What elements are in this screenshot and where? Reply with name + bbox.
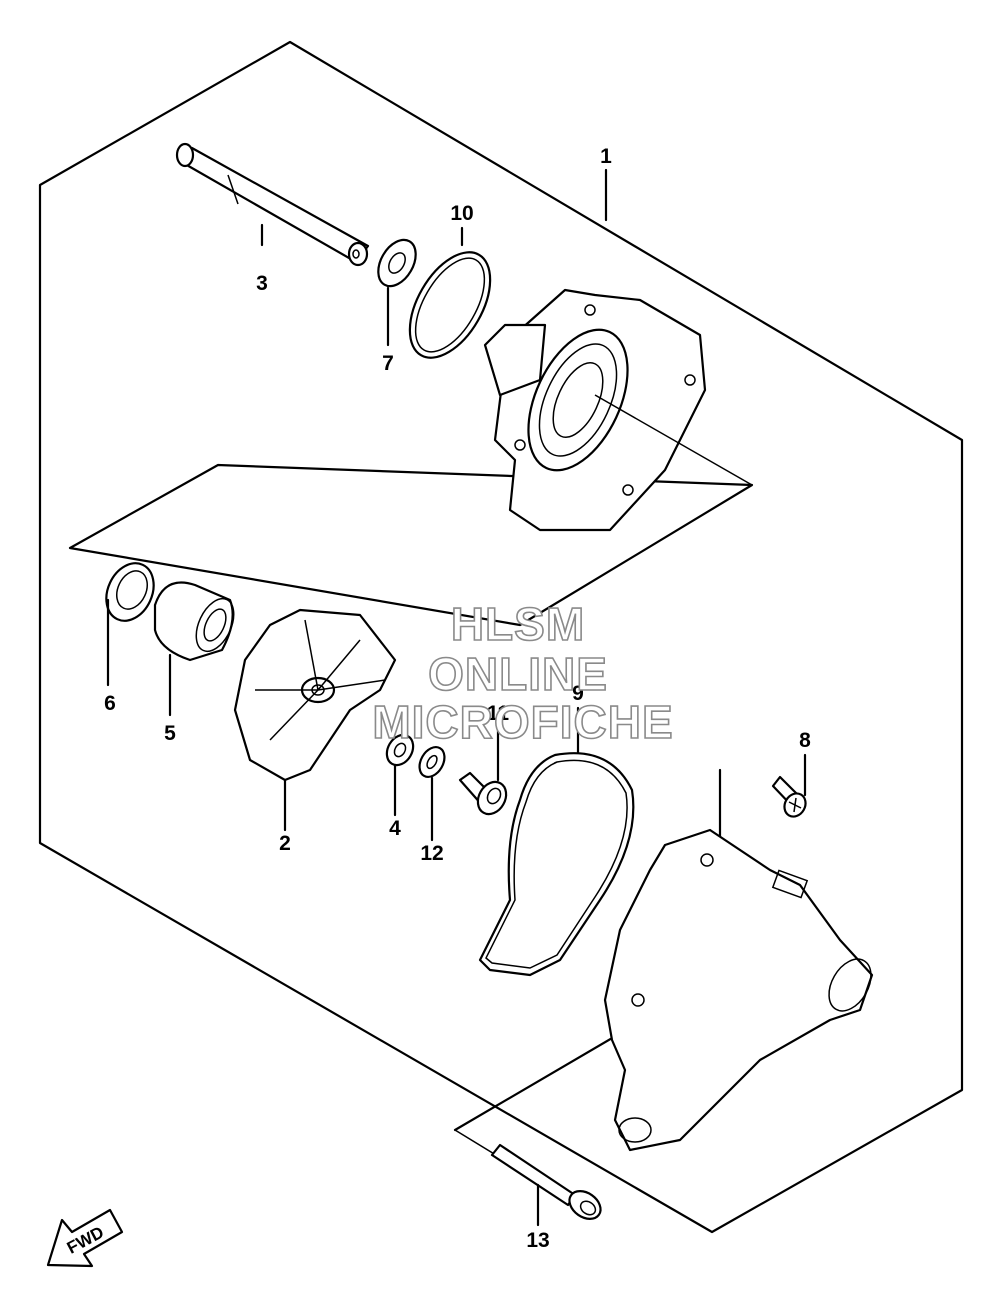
small-washer-part <box>385 733 415 767</box>
watermark-line-3: MICROFICHE <box>372 696 673 748</box>
callout-13: 13 <box>526 1229 549 1252</box>
callout-11: 11 <box>487 702 510 725</box>
copper-washer-part <box>418 745 446 779</box>
watermark: HLSM ONLINE MICROFICHE <box>372 597 674 749</box>
mechanical-seal-part <box>153 581 235 662</box>
o-ring-part <box>408 251 492 359</box>
callout-12: 12 <box>420 842 443 865</box>
callout-3: 3 <box>256 272 268 295</box>
shaft-part <box>175 142 370 267</box>
callout-1: 1 <box>600 145 612 168</box>
callout-5: 5 <box>164 722 176 745</box>
watermark-line-1: HLSM <box>451 598 585 650</box>
watermark-line-2: ONLINE <box>428 648 608 700</box>
callout-7: 7 <box>382 352 394 375</box>
callout-10: 10 <box>450 202 473 225</box>
cover-screw-part <box>771 775 807 818</box>
fwd-arrow-icon: FWD <box>46 1208 124 1268</box>
leader-lines <box>106 168 807 1227</box>
assembly-frame <box>38 40 964 1234</box>
pump-body-part <box>483 288 753 532</box>
pump-cover-part <box>603 828 874 1152</box>
impeller-part <box>233 608 397 782</box>
impeller-bolt-part <box>458 771 508 816</box>
washer-part <box>377 238 417 288</box>
gasket-part <box>478 752 635 977</box>
callout-4: 4 <box>389 817 401 840</box>
callout-8: 8 <box>799 729 811 752</box>
callout-9: 9 <box>572 682 584 705</box>
callout-6: 6 <box>104 692 116 715</box>
callout-2: 2 <box>279 832 291 855</box>
long-bolt-part <box>490 1143 602 1220</box>
oil-seal-part <box>105 562 155 622</box>
